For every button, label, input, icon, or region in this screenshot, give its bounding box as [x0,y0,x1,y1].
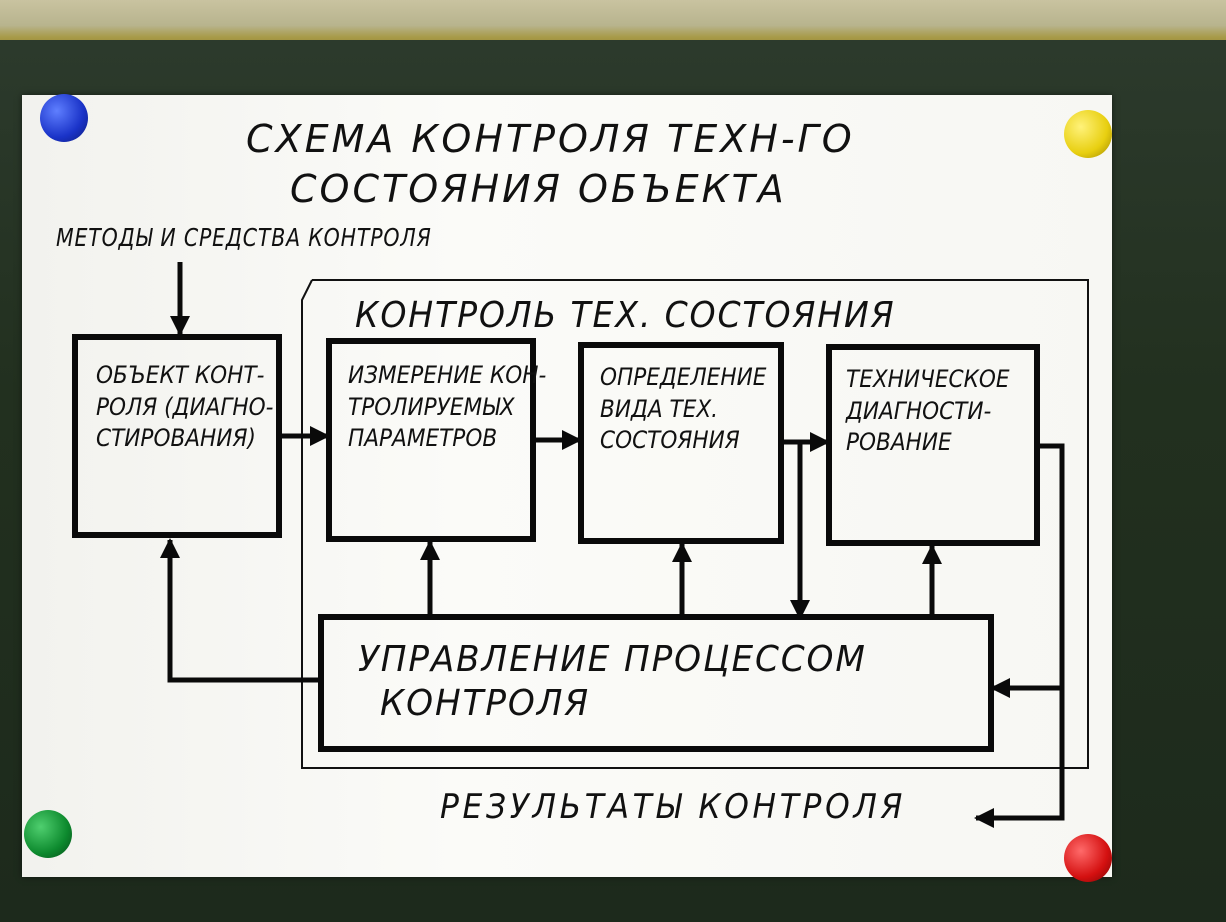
management-line-1: УПРАВЛЕНИЕ ПРОЦЕССОМ [358,639,867,680]
state-block [578,342,784,544]
diagnostics-block [826,344,1040,546]
results-label: РЕЗУЛЬТАТЫ КОНТРОЛЯ [440,787,906,827]
diagnostics-block-text: ТЕХНИЧЕСКОЕ ДИАГНОСТИ- РОВАНИЕ [846,364,1010,459]
arrow-management-to-object [160,538,320,683]
object-line-3: СТИРОВАНИЯ) [96,424,256,453]
object-block-text: ОБЪЕКТ КОНТ- РОЛЯ (ДИАГНО- СТИРОВАНИЯ) [96,360,273,455]
object-line-1: ОБЪЕКТ КОНТ- [96,361,265,389]
management-line-2: КОНТРОЛЯ [380,683,591,724]
diagnostics-line-2: ДИАГНОСТИ- [846,396,992,425]
diagnostics-line-3: РОВАНИЕ [846,428,952,457]
measurement-block-text: ИЗМЕРЕНИЕ КОН- ТРОЛИРУЕМЫХ ПАРАМЕТРОВ [348,360,546,455]
object-block [72,334,282,538]
title-line-2: СОСТОЯНИЯ ОБЪЕКТА [290,167,787,211]
management-block [318,614,994,752]
state-block-text: ОПРЕДЕЛЕНИЕ ВИДА ТЕХ. СОСТОЯНИЯ [600,362,766,457]
measurement-line-2: ТРОЛИРУЕМЫХ [348,392,515,421]
blue-magnet [40,94,88,142]
diagnostics-line-1: ТЕХНИЧЕСКОЕ [846,365,1010,393]
control-group-label: КОНТРОЛЬ ТЕХ. СОСТОЯНИЯ [355,295,896,336]
title-line-1: СХЕМА КОНТРОЛЯ ТЕХН-ГО [246,117,855,161]
measurement-line-3: ПАРАМЕТРОВ [348,424,498,453]
arrow-diagnostics-output [974,443,1065,828]
yellow-magnet [1064,110,1112,158]
state-line-1: ОПРЕДЕЛЕНИЕ [600,363,767,391]
state-line-2: ВИДА ТЕХ. [600,394,718,423]
object-line-2: РОЛЯ (ДИАГНО- [96,392,274,421]
control-group-frame [301,279,1089,769]
green-magnet [24,810,72,858]
state-line-3: СОСТОЯНИЯ [600,426,740,455]
measurement-block [326,338,536,542]
measurement-line-1: ИЗМЕРЕНИЕ КОН- [348,361,547,389]
red-magnet [1064,834,1112,882]
wall-strip [0,0,1226,46]
methods-label: МЕТОДЫ И СРЕДСТВА КОНТРОЛЯ [56,223,432,252]
